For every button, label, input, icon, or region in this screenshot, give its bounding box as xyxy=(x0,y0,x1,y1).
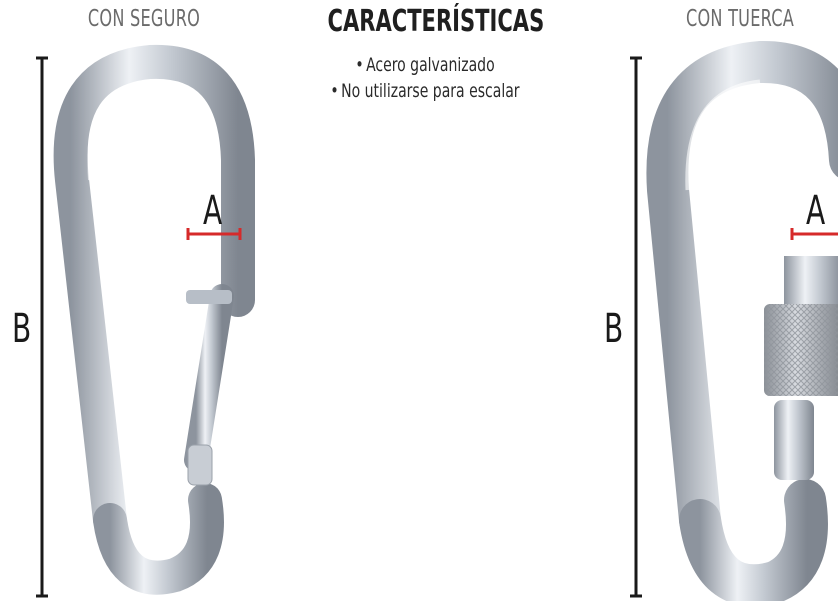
dimension-b-bar-right xyxy=(630,56,642,598)
dimension-a-marker-right xyxy=(790,228,838,240)
dimension-b-label-left: B xyxy=(12,306,32,352)
carabiner-con-tuerca xyxy=(646,41,838,601)
features-list: Acero galvanizado No utilizarse para esc… xyxy=(298,52,552,104)
dimension-a-marker-left xyxy=(186,228,242,240)
dimension-b-bar-left xyxy=(36,56,48,598)
caption-con-tuerca: CON TUERCA xyxy=(685,6,795,32)
dimension-b-label-right: B xyxy=(604,306,624,352)
feature-item: Acero galvanizado xyxy=(298,52,552,78)
page-title: CARACTERÍSTICAS xyxy=(327,4,545,39)
feature-item: No utilizarse para escalar xyxy=(298,78,552,104)
carabiner-con-seguro xyxy=(53,44,255,595)
caption-con-seguro: CON SEGURO xyxy=(87,6,201,32)
dimension-a-label-right: A xyxy=(806,188,826,234)
dimension-a-label-left: A xyxy=(203,188,223,234)
